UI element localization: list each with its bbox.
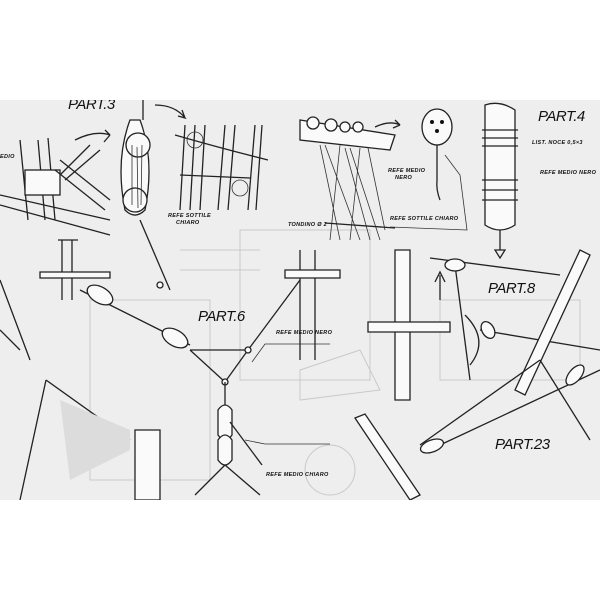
note-tondino: TONDINO Ø 2 xyxy=(288,222,327,228)
part4-label: PART.4 xyxy=(538,108,585,125)
part8-drawing xyxy=(367,249,600,401)
note-refe-sottile: REFE SOTTILE xyxy=(168,213,212,219)
note-refe-sottile-chiaro: REFE SOTTILE CHIARO xyxy=(390,216,459,222)
part8-label: PART.8 xyxy=(488,280,535,297)
part3-label: PART.3 xyxy=(68,100,115,113)
part6-label: PART.6 xyxy=(198,308,245,325)
note-chiaro: CHIARO xyxy=(176,220,200,226)
part3-drawing xyxy=(0,100,269,291)
note-refe-medio: REFE MEDIO xyxy=(388,168,426,174)
part4-drawing xyxy=(299,102,518,260)
partial-note-left: EDIO xyxy=(0,154,15,160)
rigging-drawing-sheet: PART.3 PART.4 PART.6 PART.8 PART.23 EDIO… xyxy=(0,100,600,500)
part23-label: PART.23 xyxy=(495,436,550,453)
part6-drawing xyxy=(39,239,341,496)
note-refe-medio-nero-part4: REFE MEDIO NERO xyxy=(540,170,597,176)
note-refe-medio-chiaro: REFE MEDIO CHIARO xyxy=(266,472,329,478)
note-nero: NERO xyxy=(395,175,413,181)
technical-drawing xyxy=(0,100,600,500)
part23-drawing xyxy=(0,279,600,500)
note-refe-medio-nero-part6: REFE MEDIO NERO xyxy=(276,330,333,336)
note-list-noce: LIST. NOCE 0,5×3 xyxy=(532,140,583,146)
